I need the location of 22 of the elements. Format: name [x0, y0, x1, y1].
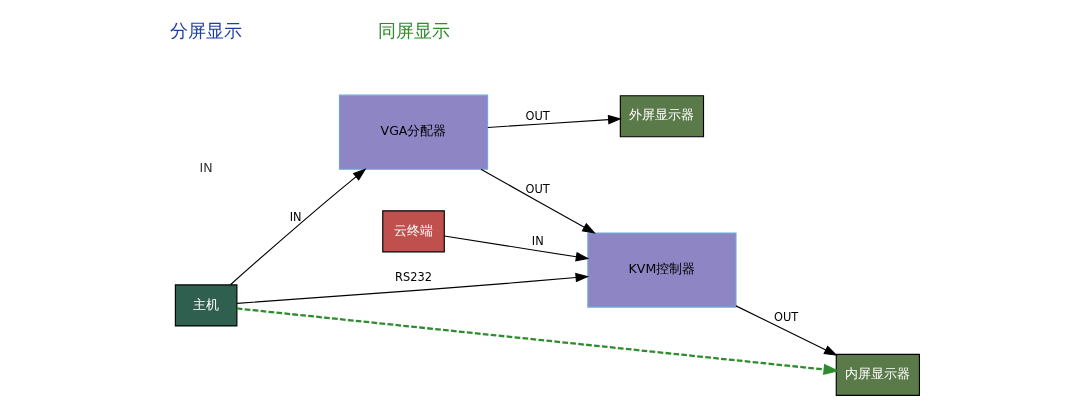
arrow	[443, 235, 590, 262]
node-box: 云终端	[382, 210, 445, 253]
edge-label: OUT	[525, 108, 550, 123]
label: 同屏显示	[377, 20, 450, 42]
arrow	[735, 305, 838, 356]
node-box: 外屏显示器	[619, 95, 705, 138]
arrow	[480, 168, 596, 234]
node-box: 主机	[174, 284, 238, 327]
label: 分屏显示	[170, 20, 243, 42]
node-box: VGA分配器	[338, 94, 489, 170]
arrow	[236, 307, 840, 375]
node-box: 内屏显示器	[835, 353, 920, 396]
edge-label: IN	[289, 210, 302, 225]
edge-label: OUT	[774, 310, 799, 325]
arrow	[236, 272, 590, 304]
label: IN	[199, 159, 213, 175]
node-box: KVM控制器	[587, 232, 737, 308]
arrow	[487, 114, 622, 129]
edge-label: RS232	[395, 270, 432, 285]
edge-label: IN	[531, 234, 544, 249]
arrow	[229, 168, 367, 286]
edge-label: OUT	[525, 181, 550, 196]
